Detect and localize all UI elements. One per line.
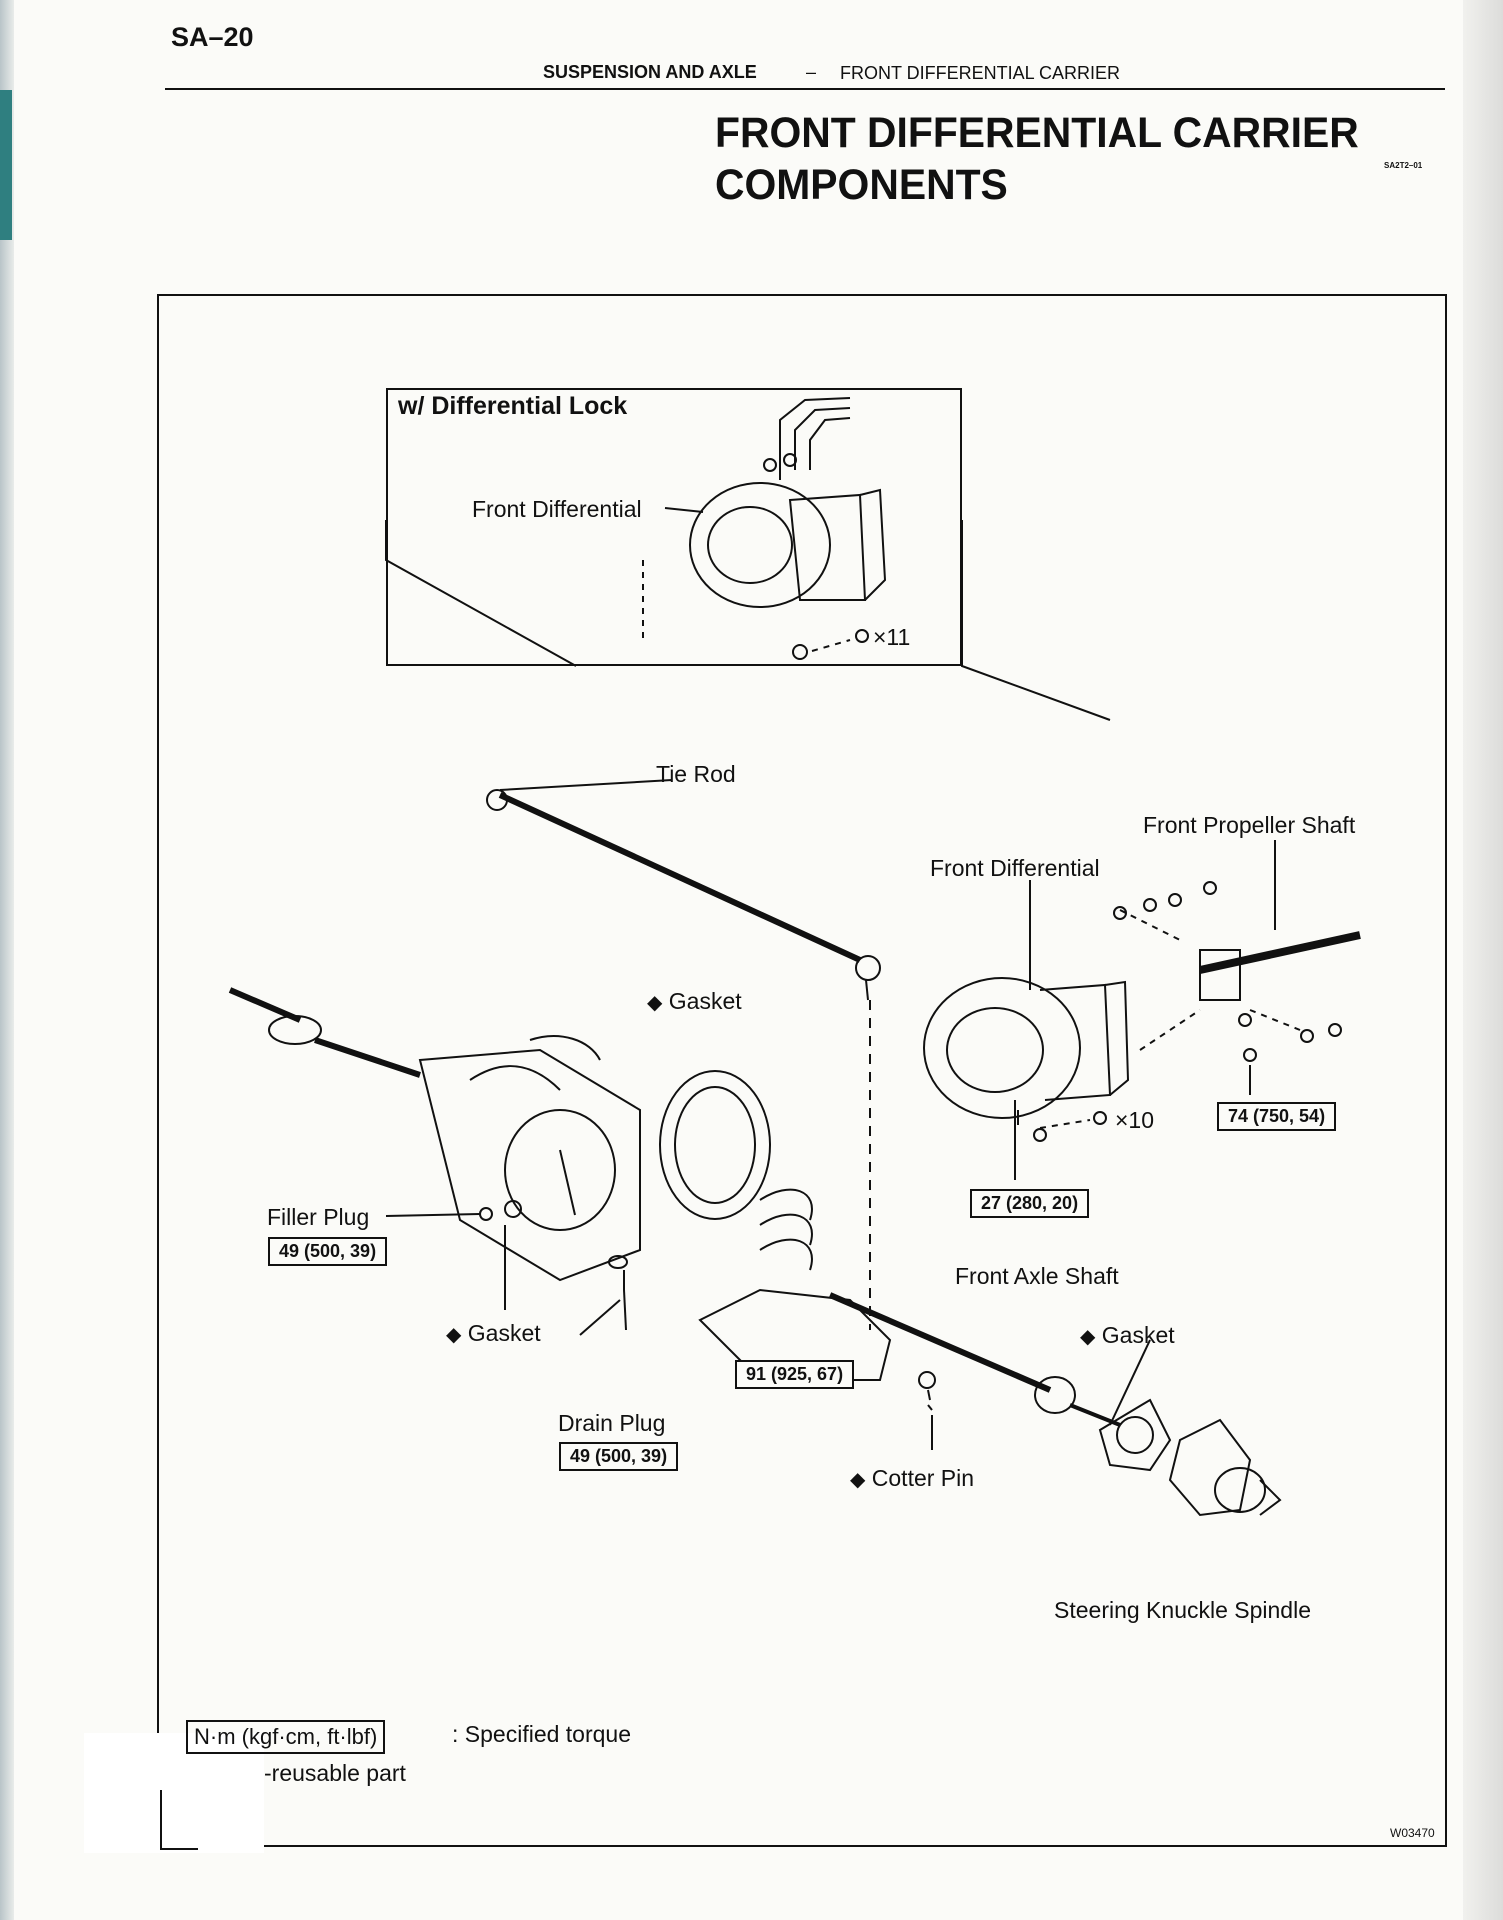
bolt-count-label: ×10: [1115, 1107, 1155, 1133]
front-axle-shaft-drawing: [828, 1292, 1282, 1517]
propeller-shaft-drawing: [1113, 881, 1361, 1095]
torque-filler-plug: 49 (500, 39): [268, 1237, 388, 1266]
gasket-left-label: ◆ Gasket: [446, 1320, 541, 1347]
header-separator: –: [806, 62, 817, 82]
left-axle-shaft-drawing: [228, 987, 421, 1078]
gasket-right-label: ◆ Gasket: [1080, 1322, 1175, 1349]
torque-differential: 27 (280, 20): [970, 1189, 1090, 1218]
header-rule: [165, 88, 1445, 90]
nonreusable-diamond-icon: ◆: [850, 1469, 866, 1491]
section-heading: SUSPENSION AND AXLE: [543, 62, 757, 82]
page-edge-shadow: [0, 0, 14, 1920]
inset-leader: [961, 520, 1111, 721]
tie-rod-drawing: [486, 789, 881, 1330]
filler-plug-label: Filler Plug: [267, 1204, 370, 1230]
page-title: FRONT DIFFERENTIAL CARRIER COMPONENTS: [715, 107, 1359, 211]
nonreusable-diamond-icon: ◆: [1080, 1326, 1096, 1348]
nonreusable-diamond-icon: ◆: [647, 992, 663, 1014]
cotter-pin-label: ◆ Cotter Pin: [850, 1465, 974, 1492]
cotter-pin-text: Cotter Pin: [871, 1465, 975, 1491]
page-right-shadow: [1463, 0, 1503, 1920]
drain-plug-label: Drain Plug: [558, 1410, 666, 1436]
leader-lines: [385, 507, 1276, 1450]
diagram-frame: [157, 294, 1447, 1847]
legend-torque-text: : Specified torque: [452, 1721, 632, 1747]
inset-front-differential-label: Front Differential: [472, 496, 642, 522]
torque-drain-plug: 49 (500, 39): [559, 1442, 679, 1471]
tie-rod-label: Tie Rod: [656, 761, 736, 787]
inset-differential-drawing: [689, 397, 887, 660]
front-axle-shaft-label: Front Axle Shaft: [955, 1263, 1119, 1289]
binding-edge: [0, 90, 12, 240]
page-number: SA–20: [171, 22, 254, 52]
torque-propeller: 74 (750, 54): [1217, 1102, 1337, 1131]
gasket-right-text: Gasket: [1101, 1322, 1175, 1348]
front-propeller-shaft-label: Front Propeller Shaft: [1143, 812, 1356, 838]
steering-knuckle-spindle-label: Steering Knuckle Spindle: [1054, 1597, 1311, 1623]
housing-gasket-drawing: [659, 1070, 771, 1220]
front-differential-drawing: [923, 977, 1130, 1142]
inset-bolt-count: ×11: [873, 624, 911, 650]
differential-lock-inset: [386, 388, 962, 666]
inset-heading: w/ Differential Lock: [398, 392, 628, 420]
legend-torque-box: N·m (kgf·cm, ft·lbf): [186, 1720, 386, 1754]
frame-corner-mark: [160, 1790, 198, 1850]
figure-code: W03470: [1390, 1826, 1435, 1840]
title-line-2: COMPONENTS: [715, 161, 1008, 209]
document-code: SA2T2–01: [1384, 161, 1423, 170]
gasket-left-text: Gasket: [467, 1320, 541, 1346]
gasket-top-label: ◆ Gasket: [647, 988, 742, 1015]
subsection-heading: FRONT DIFFERENTIAL CARRIER: [840, 63, 1121, 83]
nonreusable-diamond-icon: ◆: [446, 1324, 462, 1346]
legend-nonreusable-text: -reusable part: [264, 1760, 406, 1786]
title-line-1: FRONT DIFFERENTIAL CARRIER: [715, 109, 1359, 157]
gasket-top-text: Gasket: [668, 988, 742, 1014]
front-differential-label: Front Differential: [930, 855, 1100, 881]
torque-tie-rod-nut: 91 (925, 67): [735, 1360, 855, 1389]
plug-drawings: [479, 1200, 936, 1411]
